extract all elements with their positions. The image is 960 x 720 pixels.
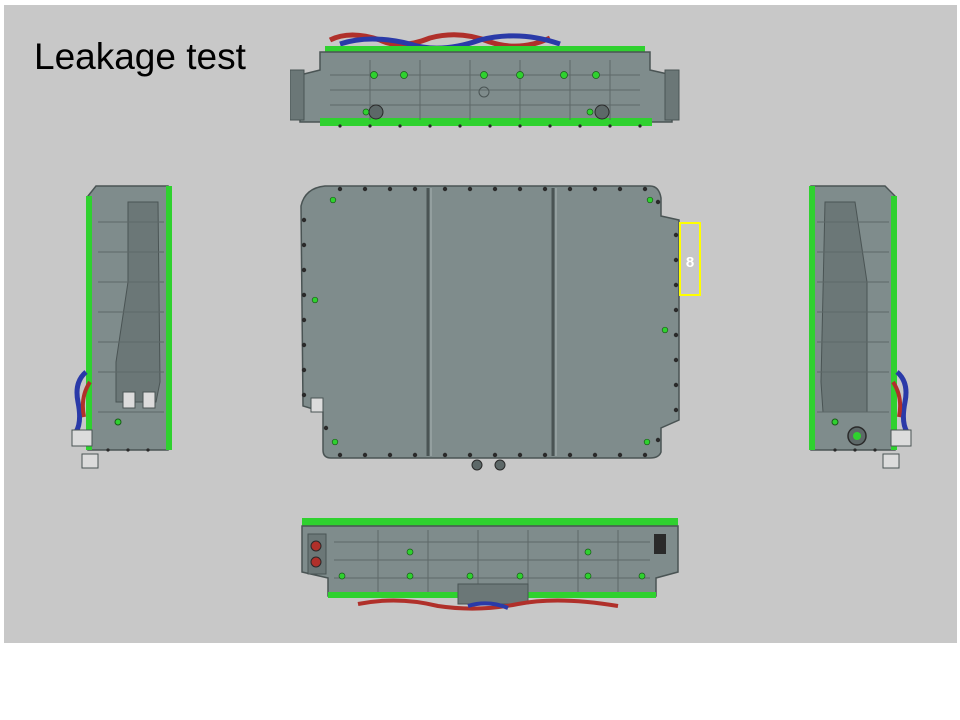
leak-test-marker-box: 8 <box>679 222 701 296</box>
bottom-plan-view <box>300 185 680 471</box>
right-view <box>809 185 912 469</box>
leak-test-marker-label: 8 <box>685 254 695 271</box>
front-view <box>301 518 679 611</box>
left-view <box>71 185 172 469</box>
slide-title: Leakage test <box>34 36 246 77</box>
top-view <box>290 32 680 128</box>
